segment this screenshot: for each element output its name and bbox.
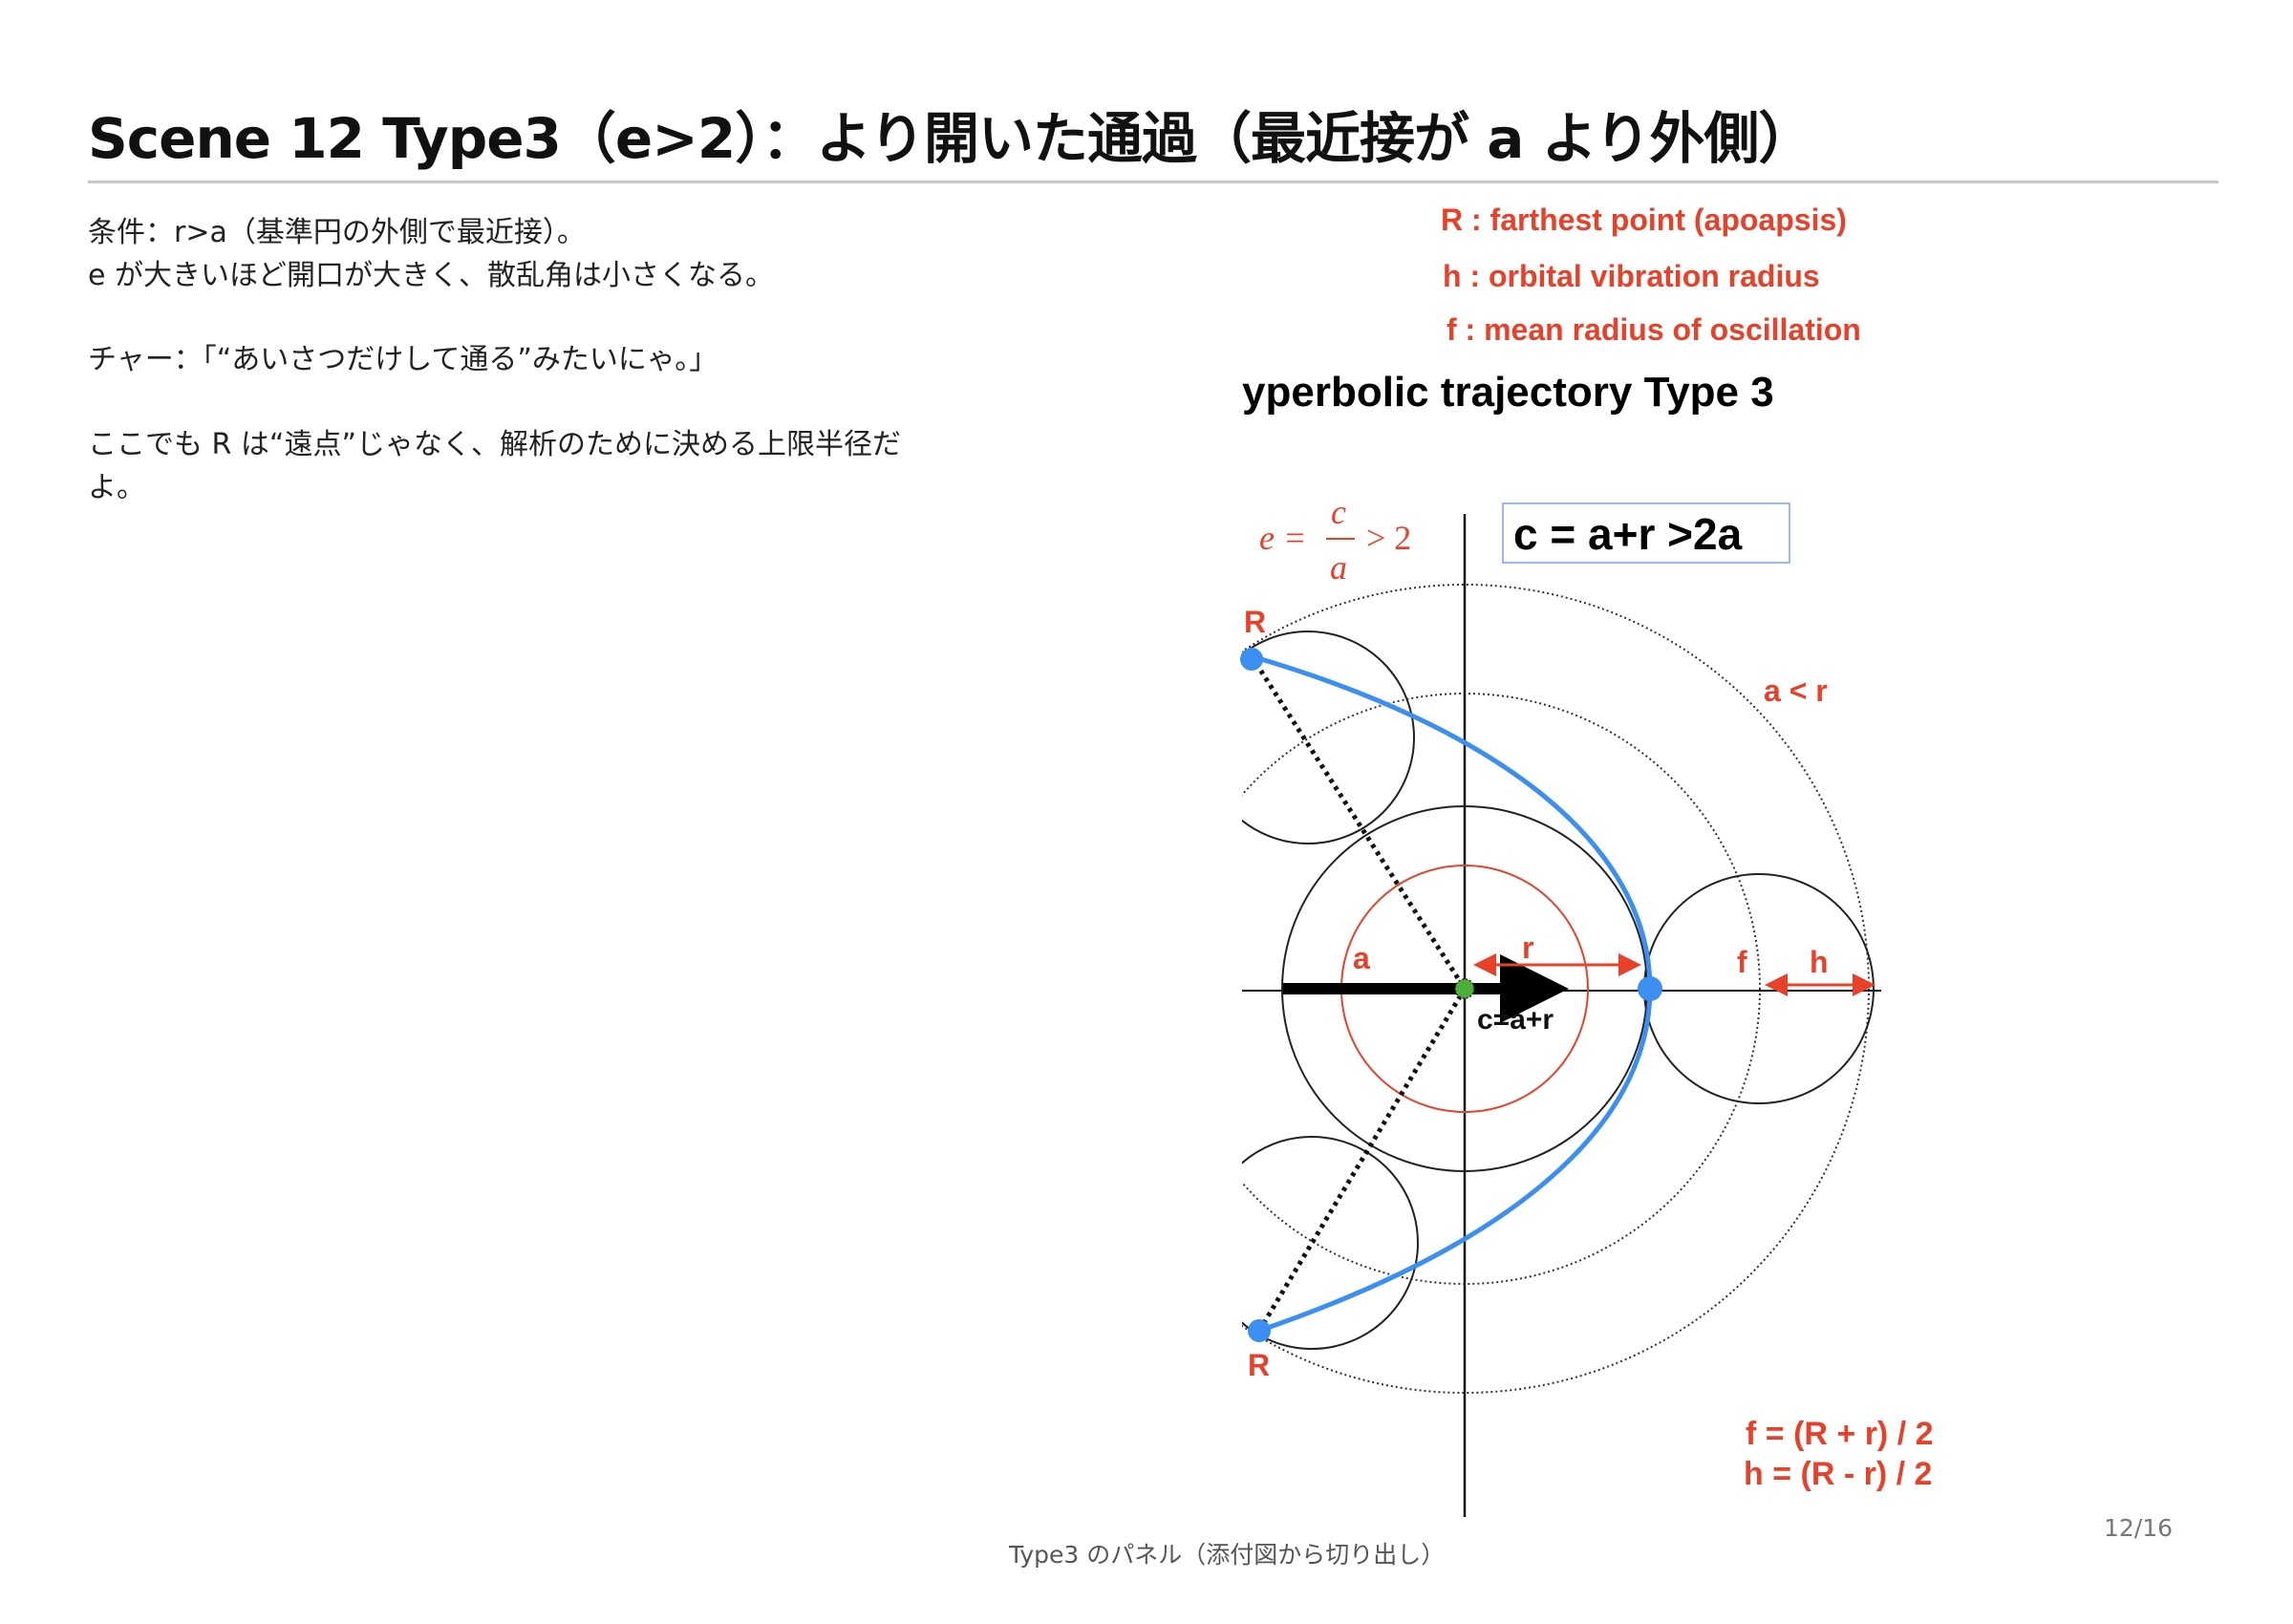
slide-title: Scene 12 Type3（e>2）：より開いた通過（最近接が a より外側） <box>88 106 1813 171</box>
top-dotted-radius <box>1249 654 1468 991</box>
char-quote: チャー：「“あいさつだけして通る”みたいにゃ。」 <box>88 343 718 376</box>
label-r: r <box>1522 930 1533 965</box>
formula-f: f = (R + r) / 2 <box>1746 1416 1934 1452</box>
figure-caption: Type3 のパネル（添付図から切り出し） <box>1009 1541 1446 1569</box>
c-box-text: c = a+r >2a <box>1513 509 1743 559</box>
page-number: 12/16 <box>2104 1514 2174 1542</box>
formula-h: h = (R - r) / 2 <box>1744 1456 1932 1492</box>
note-text: ここでも R は“遠点”じゃなく、解析のために決める上限半径だ <box>88 428 902 461</box>
c-box[interactable] <box>1502 502 1790 564</box>
label-h: h <box>1810 945 1829 979</box>
top-oscillation-circle <box>1242 630 1415 844</box>
label-R-bottom: R <box>1248 1348 1270 1382</box>
label-R-top: R <box>1244 605 1266 639</box>
eq-a: a <box>1330 548 1347 587</box>
legend-h: h : orbital vibration radius <box>1443 259 1820 293</box>
legend-R: R : farthest point (apoapsis) <box>1441 203 1847 237</box>
legend-f: f : mean radius of oscillation <box>1447 312 1861 347</box>
diagram-heading: yperbolic trajectory Type 3 <box>1242 369 1774 416</box>
label-f: f <box>1737 945 1747 979</box>
condition-text: 条件：r>a（基準円の外側で最近接）。 <box>88 216 586 249</box>
apoapsis-point-bottom <box>1248 1319 1271 1342</box>
eq-rhs: > 2 <box>1366 519 1411 557</box>
periapsis-point <box>1638 976 1662 1001</box>
title-divider <box>88 181 2218 183</box>
eq-c: c <box>1331 493 1346 531</box>
bottom-oscillation-circle <box>1242 1136 1419 1350</box>
apoapsis-point-top <box>1240 648 1263 671</box>
eccentricity-text: e が大きいほど開口が大きく、散乱角は小さくなる。 <box>88 259 774 292</box>
note-text-cont: よ。 <box>88 471 145 504</box>
focus-point <box>1454 978 1475 999</box>
eq-e: e = <box>1259 519 1306 557</box>
bottom-dotted-radius <box>1256 987 1468 1333</box>
label-a: a <box>1353 941 1370 975</box>
label-c: c=a+r <box>1477 1004 1554 1036</box>
label-a-lt-r: a < r <box>1764 673 1828 708</box>
